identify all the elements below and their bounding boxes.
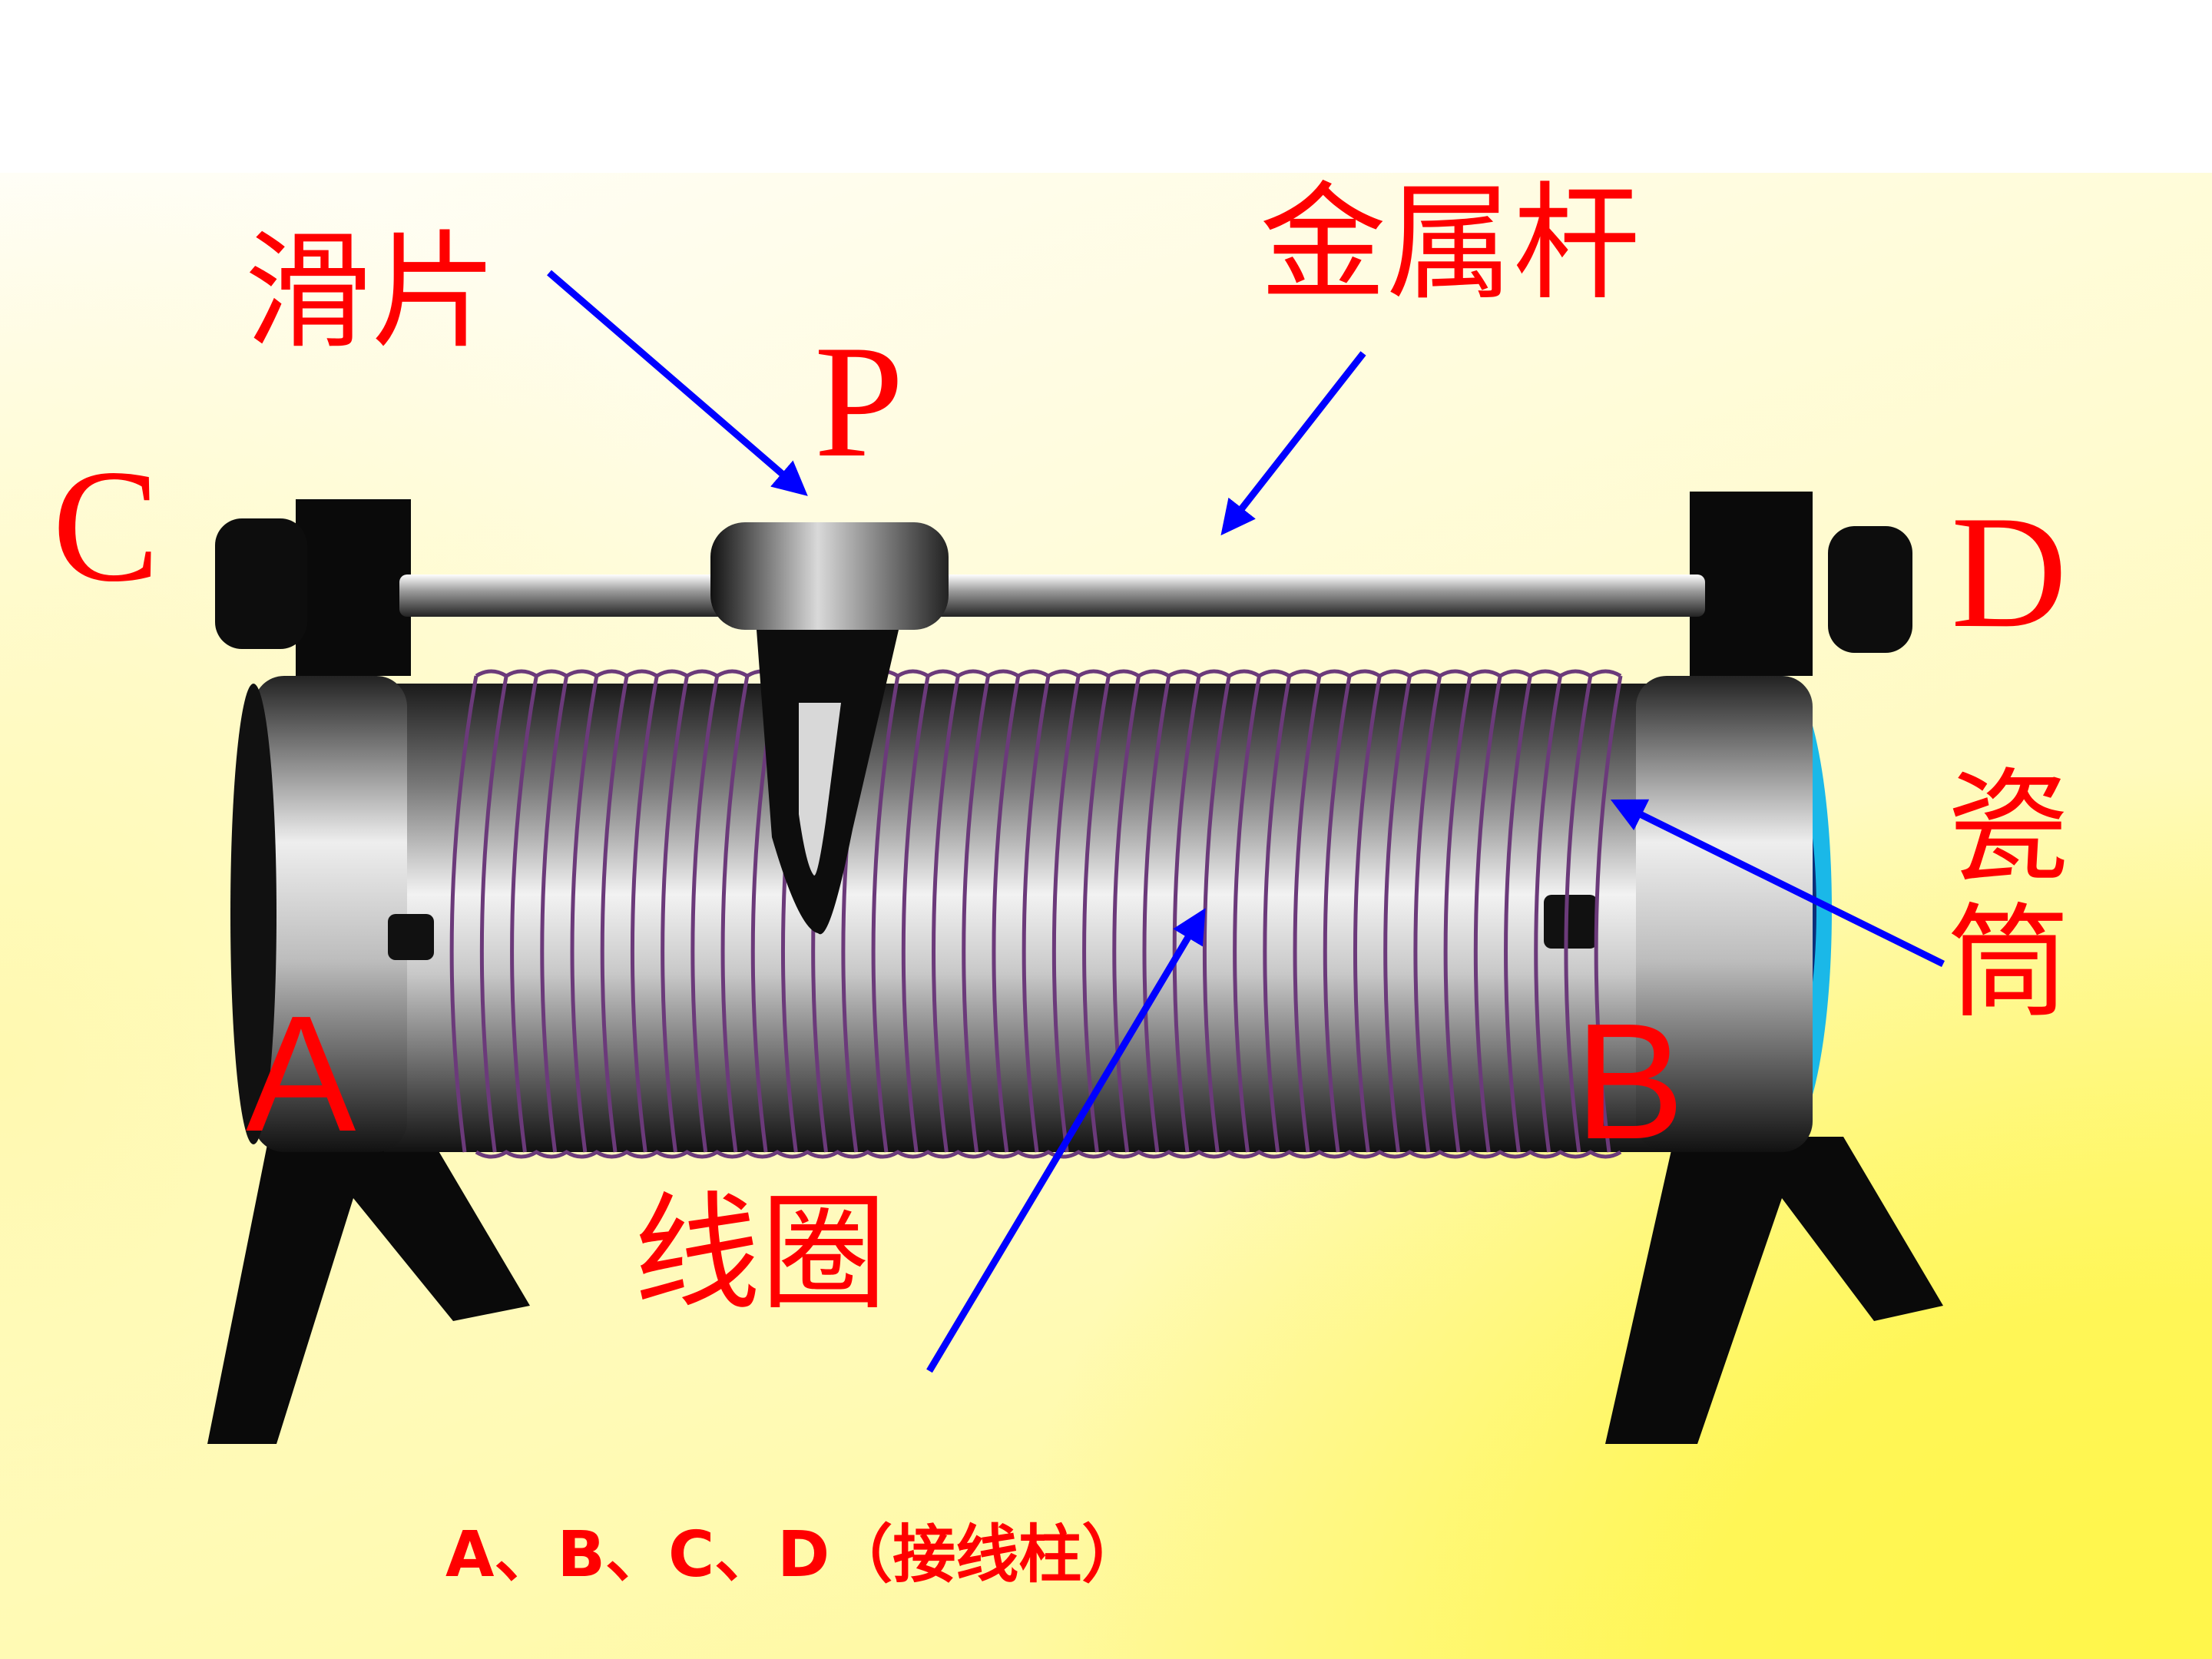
pointer-arrows (547, 270, 1945, 1373)
coil-turn (1142, 675, 1171, 1153)
label-p: P (814, 313, 904, 491)
left-end-cap (230, 676, 434, 1152)
label-b: B (1575, 988, 1685, 1174)
coil-turn (449, 675, 478, 1153)
coil-fringe-top (475, 669, 1622, 678)
coil-turn (1082, 675, 1111, 1153)
arrow-coil (926, 908, 1206, 1373)
label-d: D (1951, 483, 2068, 661)
coil-turn (510, 675, 538, 1153)
label-coil: 线圈 (634, 1180, 887, 1327)
coil-turn (1233, 675, 1261, 1153)
coil-turn (1022, 675, 1051, 1153)
arrow-slider (547, 270, 808, 496)
right-stand (1605, 492, 1943, 1444)
label-slider: 滑片 (244, 218, 498, 366)
coil-turn (1112, 675, 1141, 1153)
coil-turn (1564, 675, 1593, 1153)
label-metal-rod: 金属杆 (1260, 170, 1640, 317)
coil-turn (540, 675, 569, 1153)
coil-turn (600, 675, 629, 1153)
coil-turn (932, 675, 960, 1153)
label-c: C (52, 437, 161, 615)
coil-turn (690, 675, 720, 1153)
coil-turn (1051, 675, 1081, 1153)
label-porcelain-tube-char-1: 瓷 (1947, 756, 2071, 899)
terminal-d-knob (1828, 526, 1912, 653)
coil-turn (1323, 675, 1352, 1153)
coil-turn (570, 675, 599, 1153)
coil-turn (720, 675, 750, 1153)
coil-turn (1353, 675, 1382, 1153)
label-terminals-caption: A、B、C、D（接线柱） (445, 1518, 1145, 1591)
coil-turn (1293, 675, 1322, 1153)
coil-turn (1473, 675, 1502, 1153)
coil-turn (992, 675, 1021, 1153)
coil-turn (1383, 675, 1412, 1153)
label-porcelain-tube: 瓷 筒 (1947, 760, 2070, 1031)
coil-turn (1413, 675, 1442, 1153)
coil-turn (1534, 675, 1563, 1153)
coil-turn (1263, 675, 1292, 1153)
coil-turn (1594, 675, 1623, 1153)
coil-turn (630, 675, 659, 1153)
terminal-c-knob (215, 518, 307, 649)
coil-turn (962, 675, 991, 1153)
arrow-metal-rod (1220, 351, 1366, 536)
arrow-porcelain-tube (1610, 799, 1945, 968)
coil-turn (1504, 675, 1532, 1153)
slider-p (710, 522, 949, 935)
label-a: A (246, 981, 356, 1166)
coil-turn (479, 675, 508, 1153)
coil-turn (901, 675, 930, 1153)
label-porcelain-tube-char-2: 筒 (1947, 891, 2071, 1035)
coil-fringe-bottom (475, 1150, 1622, 1159)
coil-turn (871, 675, 900, 1153)
right-end-cap (1544, 676, 1813, 1152)
coil-turn (661, 675, 689, 1153)
left-stand (207, 499, 530, 1444)
coil-turn (1443, 675, 1472, 1153)
metal-rod (399, 575, 1705, 617)
